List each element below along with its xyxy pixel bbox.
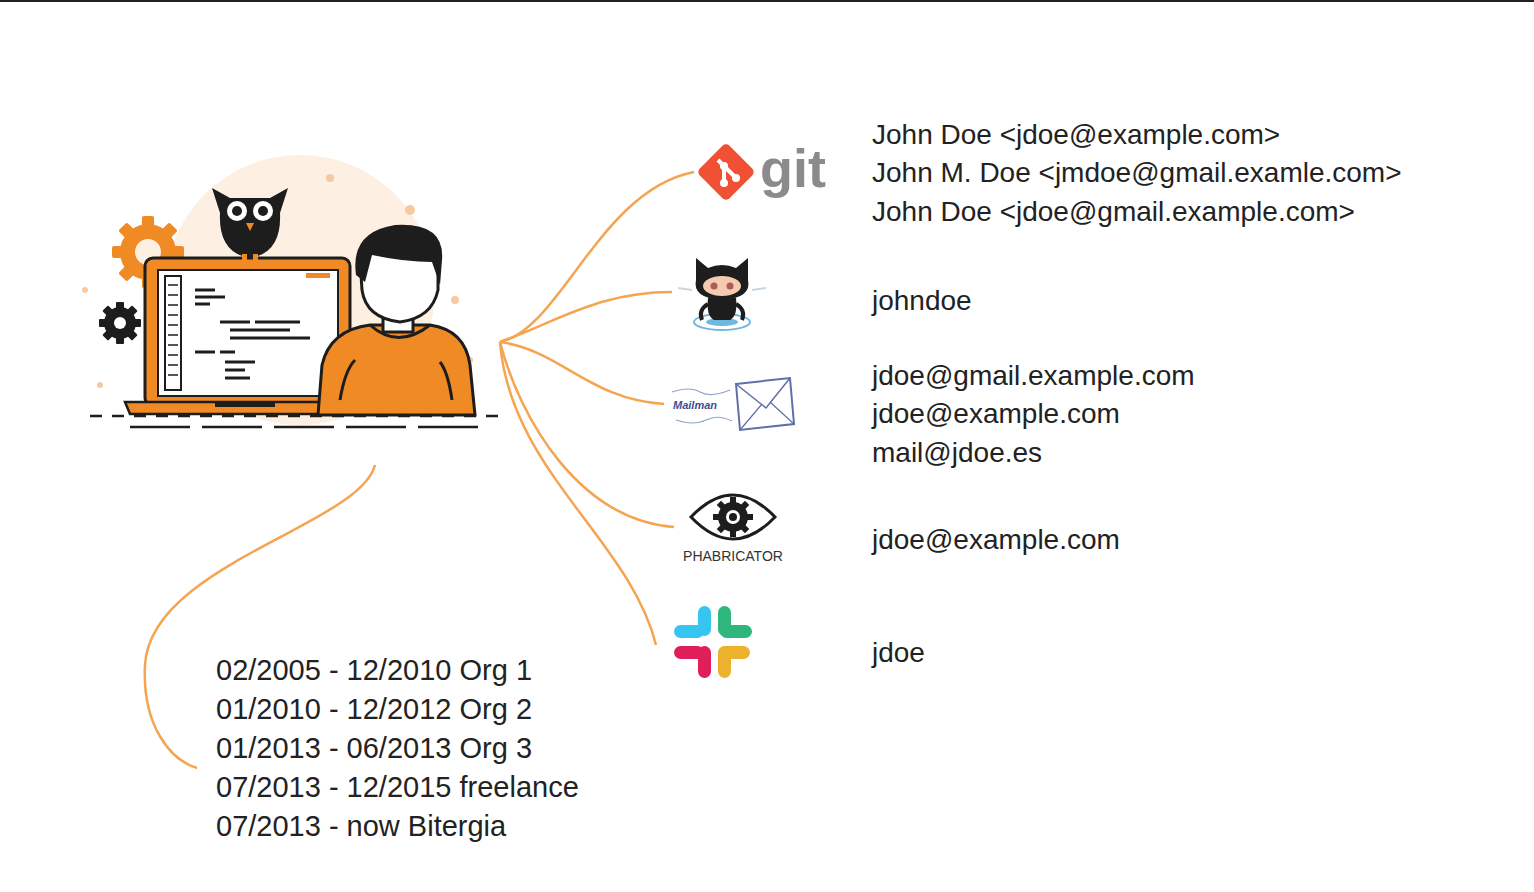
leader-line [500, 342, 664, 404]
github-identity: johndoe [872, 284, 972, 318]
black-gear [99, 302, 141, 344]
git-logo [696, 142, 755, 201]
leader-line [500, 342, 674, 527]
git-identity: John Doe <jdoe@example.com> [872, 118, 1280, 152]
logo-text: git [760, 136, 826, 201]
mailman-logo [672, 378, 794, 430]
developer [318, 225, 475, 415]
mailing-list-identity: jdoe@gmail.example.com [872, 359, 1195, 393]
mailing-list-identity: mail@jdoe.es [872, 436, 1042, 470]
top-rule [0, 0, 1534, 2]
leader-line [500, 172, 694, 342]
affiliation-entry: 07/2013 - now Bitergia [216, 809, 506, 844]
logo-text: Mailman [673, 399, 717, 412]
github-logo [678, 258, 766, 330]
affiliation-entry: 02/2005 - 12/2010 Org 1 [216, 653, 532, 688]
affiliation-entry: 01/2010 - 12/2012 Org 2 [216, 692, 532, 727]
slack-logo [674, 606, 752, 678]
owl [212, 188, 288, 260]
git-identity: John Doe <jdoe@gmail.example.com> [872, 195, 1355, 229]
mailing-list-identity: jdoe@example.com [872, 397, 1120, 431]
logo-text: PHABRICATOR [683, 548, 783, 565]
leader-lines [145, 172, 694, 768]
slack-identity: jdoe [872, 636, 925, 670]
git-identity: John M. Doe <jmdoe@gmail.examle.com> [872, 156, 1402, 190]
affiliation-entry: 01/2013 - 06/2013 Org 3 [216, 731, 532, 766]
leader-line [500, 292, 672, 342]
phabricator-identity: jdoe@example.com [872, 523, 1120, 557]
leader-line [500, 342, 656, 645]
laptop [125, 258, 350, 414]
affiliation-entry: 07/2013 - 12/2015 freelance [216, 770, 579, 805]
ground-line [90, 416, 508, 427]
phabricator-logo [691, 495, 775, 539]
